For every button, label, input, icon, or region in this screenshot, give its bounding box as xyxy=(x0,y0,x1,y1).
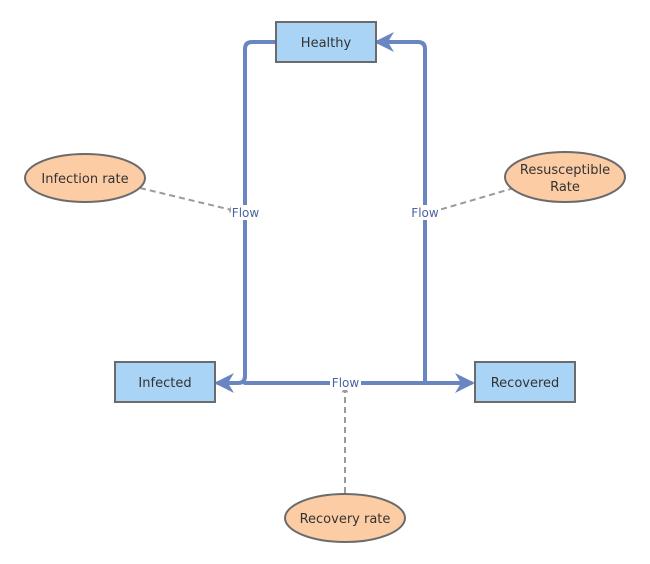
resusceptible-flow-pipe xyxy=(374,32,427,385)
recovery-flow-label: Flow xyxy=(330,375,361,390)
svg-text:Flow: Flow xyxy=(232,206,260,220)
stock-healthy-label: Healthy xyxy=(301,36,352,51)
resusceptible-flow-label: Flow xyxy=(410,205,440,220)
stock-infected-label: Infected xyxy=(138,376,191,391)
infection-flow-label: Flow xyxy=(231,205,260,220)
stock-recovered[interactable]: Recovered xyxy=(474,361,576,403)
aux-resusceptible-rate[interactable]: Resusceptible Rate xyxy=(504,151,626,203)
infection-rate-link xyxy=(139,187,237,213)
aux-infection-rate-label: Infection rate xyxy=(41,172,128,187)
svg-text:Flow: Flow xyxy=(411,206,439,220)
stock-recovered-label: Recovered xyxy=(491,376,560,391)
aux-resusceptible-rate-label-line1: Resusceptible xyxy=(520,163,610,178)
stock-infected[interactable]: Infected xyxy=(114,361,216,403)
aux-infection-rate[interactable]: Infection rate xyxy=(24,153,146,203)
aux-resusceptible-rate-label-line2: Rate xyxy=(550,180,580,195)
aux-recovery-rate[interactable]: Recovery rate xyxy=(284,493,406,543)
stock-healthy[interactable]: Healthy xyxy=(275,21,377,63)
svg-text:Flow: Flow xyxy=(332,376,360,390)
aux-recovery-rate-label: Recovery rate xyxy=(300,512,391,527)
resusceptible-rate-link xyxy=(431,187,515,214)
